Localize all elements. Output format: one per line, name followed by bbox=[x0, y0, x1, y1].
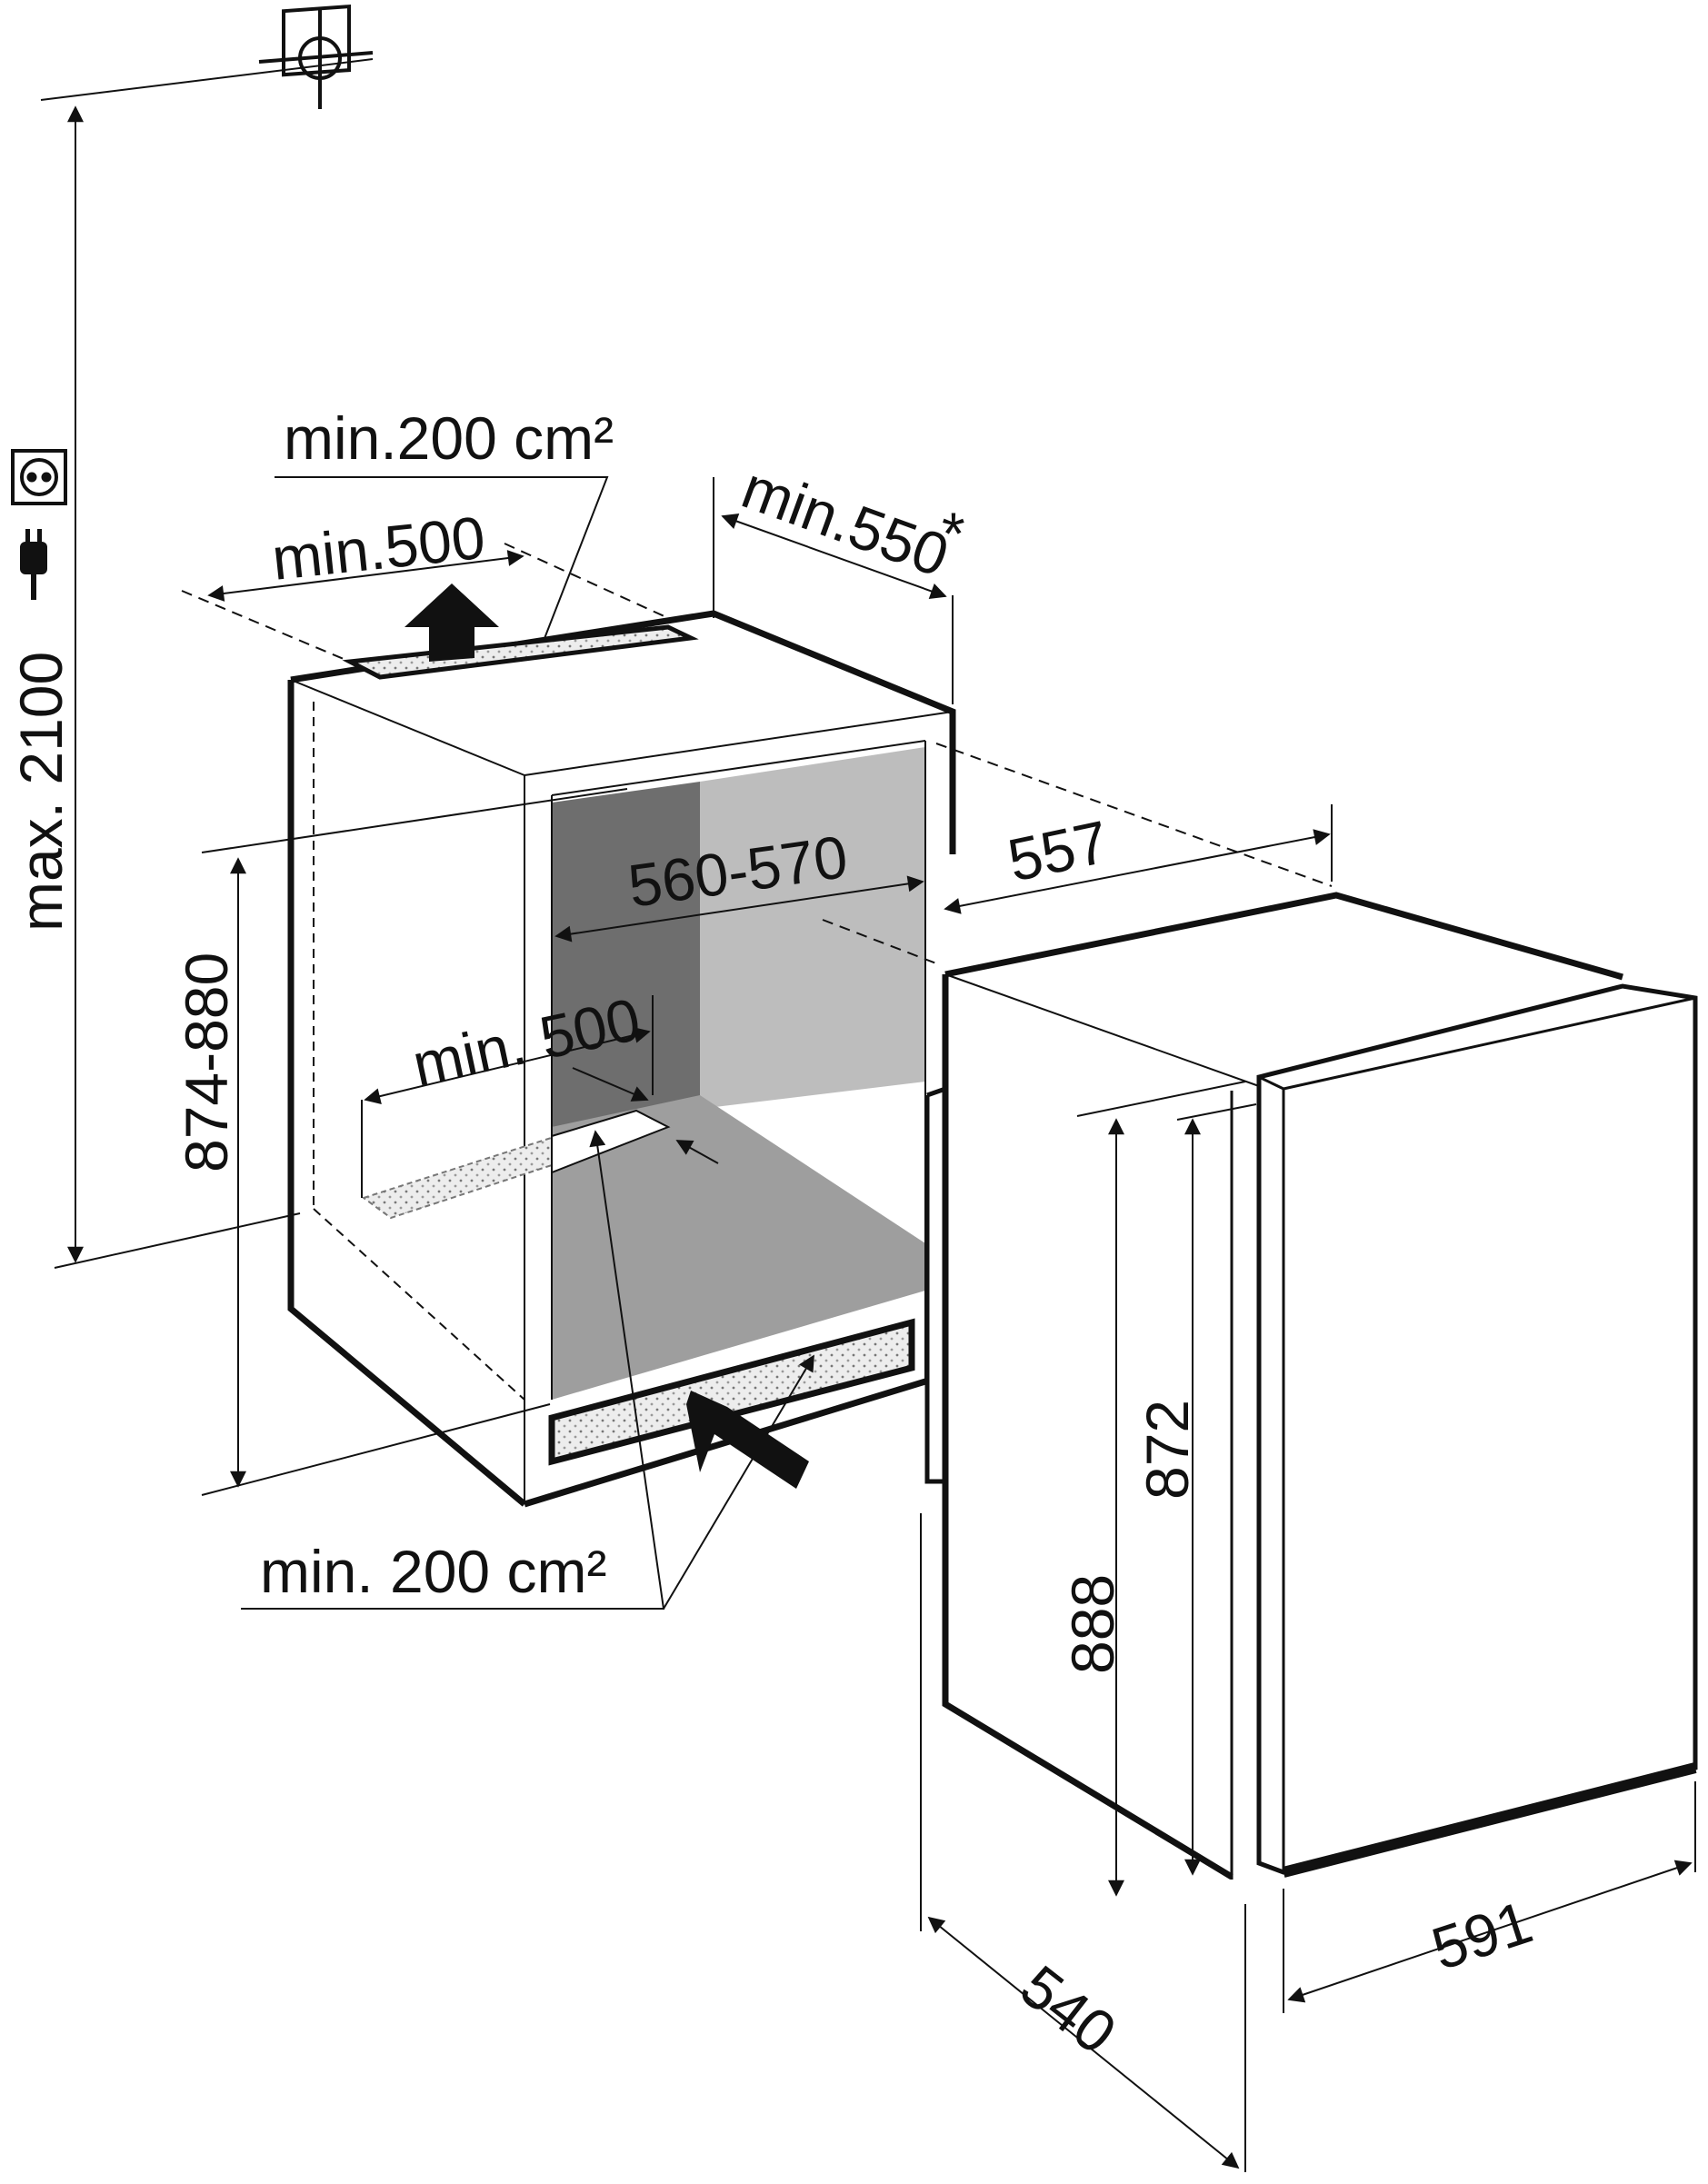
air-inlet-arrow-icon bbox=[686, 1391, 809, 1489]
niche-cabinet bbox=[287, 610, 1333, 1508]
bottom-vent-area-label: min. 200 cm² bbox=[260, 1538, 606, 1605]
carcass-depth-dim bbox=[927, 1916, 1240, 2169]
niche-depth-note: * bbox=[942, 500, 965, 567]
carcass-depth-label: 540 bbox=[1008, 1952, 1128, 2067]
power-plug-icon bbox=[20, 529, 47, 600]
door-width-dim bbox=[1287, 1860, 1693, 2003]
top-vent-slot bbox=[342, 624, 699, 680]
niche-width-dim bbox=[554, 875, 924, 942]
appliance-depth-dim bbox=[944, 829, 1331, 914]
bottom-plinth-vent bbox=[548, 1318, 915, 1466]
niche-depth-dim bbox=[721, 514, 947, 599]
top-vent-area-label: min.200 cm² bbox=[284, 404, 614, 472]
niche-floor bbox=[552, 1095, 925, 1400]
door-height-label: 872 bbox=[1134, 1400, 1201, 1500]
appliance-door bbox=[1256, 983, 1698, 1875]
appliance-top-edge bbox=[944, 892, 1623, 981]
niche-back-wall-dark bbox=[552, 782, 700, 1127]
niche-outer-edge bbox=[287, 680, 527, 1507]
door-width-label: 591 bbox=[1423, 1888, 1540, 1982]
appliance-height-label: 888 bbox=[1059, 1574, 1126, 1674]
top-vent-width-label: min.500 bbox=[269, 504, 488, 593]
water-connection-icon bbox=[258, 5, 374, 109]
dimension-lines bbox=[40, 58, 1696, 2172]
niche-height-label: 874-880 bbox=[173, 952, 240, 1172]
appliance bbox=[924, 892, 1698, 1889]
max-height-label: max. 2100 bbox=[7, 652, 75, 932]
appliance-depth-label: 557 bbox=[1003, 807, 1114, 893]
top-vent-width-dim bbox=[207, 550, 524, 602]
niche-depth-label: min.550 bbox=[734, 454, 957, 590]
power-socket-icon bbox=[11, 449, 67, 505]
bottom-vent-width-dim bbox=[364, 1027, 651, 1104]
niche-back-wall-light bbox=[700, 747, 925, 1109]
air-outlet-arrow-icon bbox=[405, 583, 499, 662]
